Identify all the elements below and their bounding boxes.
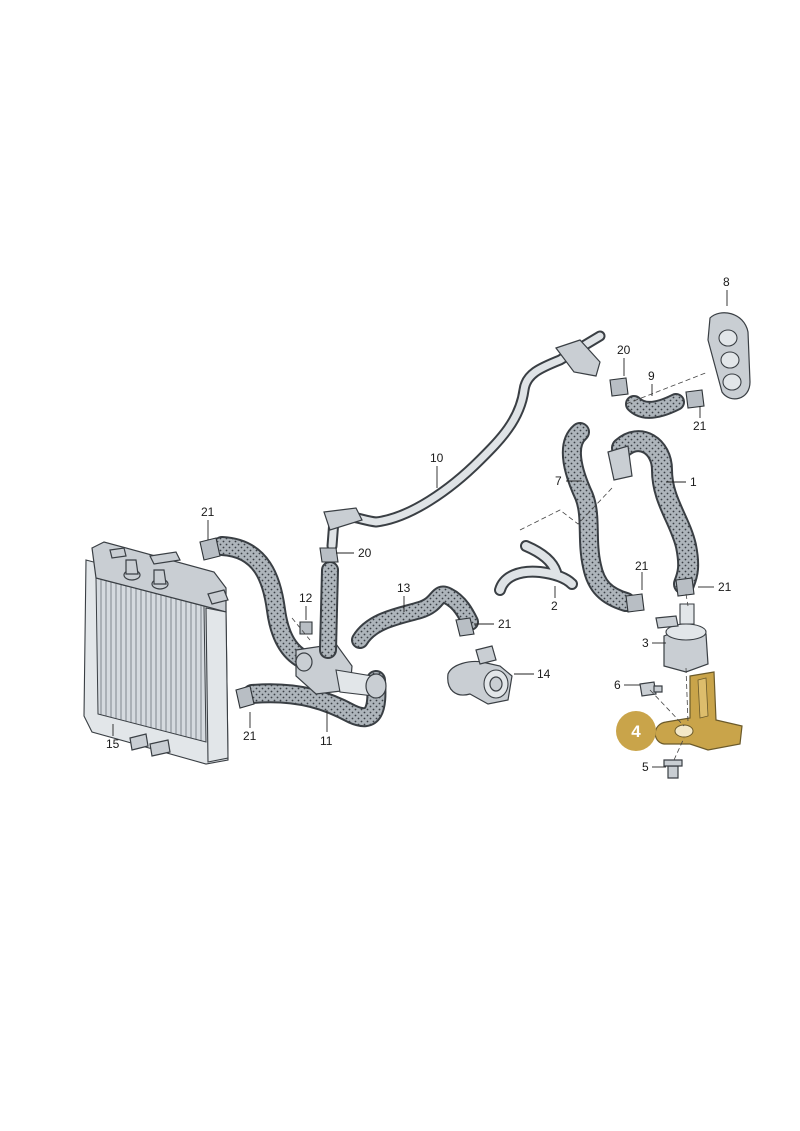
clamp-21-radiator-top <box>199 537 221 561</box>
bracket-4-highlighted <box>654 671 743 751</box>
pipe-10 <box>323 330 606 552</box>
clamp-21-hose7 <box>625 593 645 613</box>
label-20-hose9: 20 <box>617 343 631 357</box>
label-20-pipe: 20 <box>358 546 372 560</box>
radiator <box>83 541 229 765</box>
hose-1 <box>607 430 700 595</box>
leader-lines <box>112 290 728 768</box>
label-21-hose1: 21 <box>718 580 732 594</box>
label-14: 14 <box>537 667 551 681</box>
hose-9 <box>625 393 685 419</box>
label-6: 6 <box>614 678 621 692</box>
label-11: 11 <box>320 734 333 748</box>
label-21-radiator-top: 21 <box>201 505 215 519</box>
label-12: 12 <box>299 591 313 605</box>
valve-assembly <box>295 643 387 699</box>
label-21-hose13: 21 <box>498 617 512 631</box>
clamp-21-hose1 <box>675 577 695 597</box>
label-9: 9 <box>648 369 655 383</box>
hose-13 <box>351 585 479 649</box>
label-2: 2 <box>551 599 558 613</box>
assembly-lines <box>291 371 709 761</box>
label-5: 5 <box>642 760 649 774</box>
callout-4: 4 <box>616 711 656 751</box>
label-8: 8 <box>723 275 730 289</box>
pump-3 <box>655 603 709 673</box>
label-4: 4 <box>631 722 641 741</box>
label-21-hose7: 21 <box>635 559 649 573</box>
label-10: 10 <box>430 451 444 465</box>
label-15: 15 <box>106 737 120 751</box>
pipe-2 <box>494 540 578 596</box>
bolt-5 <box>663 759 683 779</box>
bolt-6 <box>639 681 663 697</box>
label-21-gasket: 21 <box>693 419 707 433</box>
gasket-8 <box>707 312 751 400</box>
hose-11 <box>242 670 387 728</box>
flange-14 <box>447 645 513 705</box>
label-7: 7 <box>555 474 562 488</box>
hose-7 <box>561 422 636 612</box>
label-21-radiator-bottom: 21 <box>243 729 257 743</box>
clamp-21-hose13 <box>455 617 475 637</box>
part-labels: 1 2 3 5 6 7 8 9 10 11 12 13 14 15 20 20 … <box>106 275 732 774</box>
clamp-21-radiator-bottom <box>235 685 255 709</box>
label-1: 1 <box>690 475 697 489</box>
clamp-12 <box>299 621 313 635</box>
clamp-20-hose9 <box>609 377 629 397</box>
label-13: 13 <box>397 581 411 595</box>
clamp-21-gasket <box>685 389 705 409</box>
hose-radiator-upper <box>212 536 328 674</box>
clamp-20-pipe <box>319 547 339 563</box>
pipe-vertical <box>319 561 339 659</box>
label-3: 3 <box>642 636 649 650</box>
